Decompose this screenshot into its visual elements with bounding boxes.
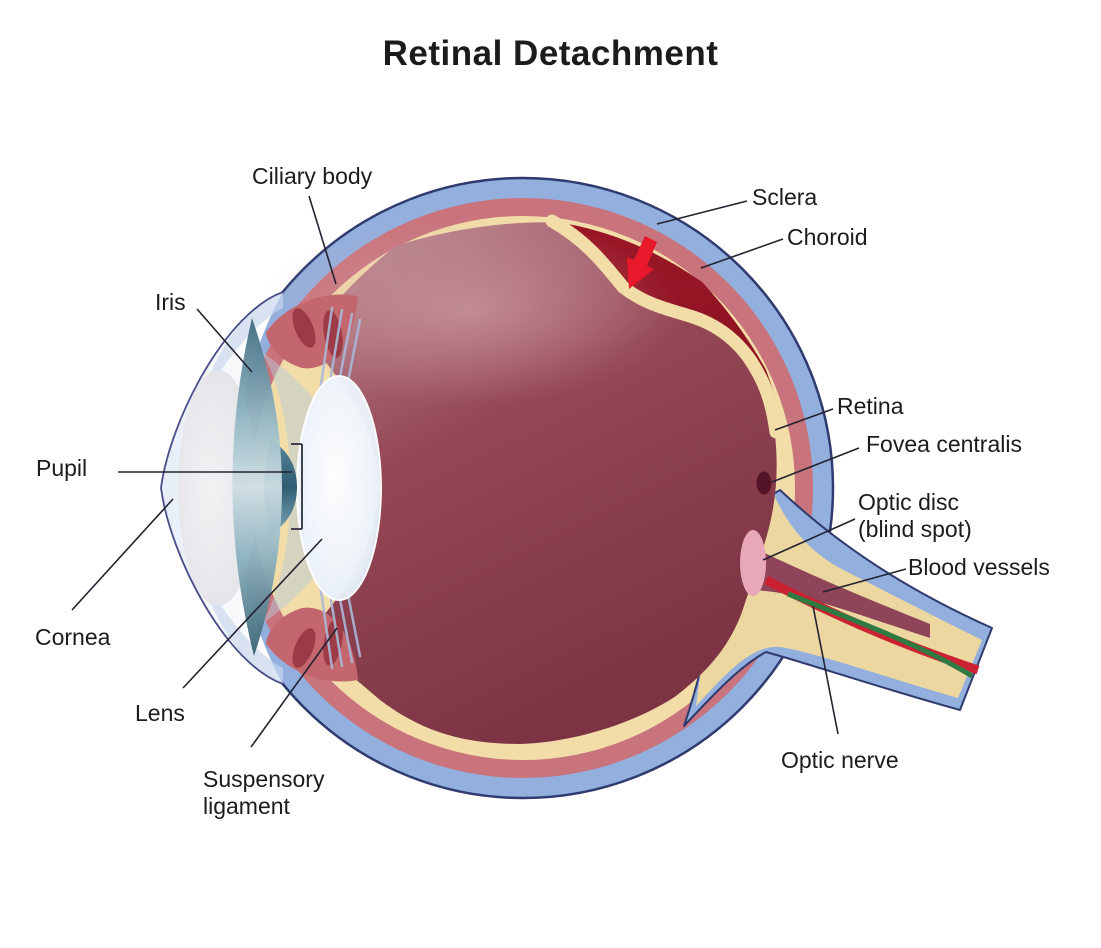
limbus-shade-top bbox=[203, 292, 283, 398]
label-optic-disc: Optic disc (blind spot) bbox=[858, 489, 972, 543]
leader-ciliary-body bbox=[308, 195, 337, 285]
lens-body bbox=[296, 375, 382, 601]
detached-retina-fold bbox=[545, 214, 783, 439]
leader-suspensory-ligament bbox=[250, 627, 338, 748]
detachment-arrow-icon bbox=[627, 236, 657, 289]
leader-fovea-centralis bbox=[771, 447, 860, 483]
label-optic-nerve: Optic nerve bbox=[781, 747, 899, 773]
diagram-title: Retinal Detachment bbox=[382, 34, 719, 73]
leader-sclera bbox=[656, 200, 748, 225]
limbus-shade-bottom bbox=[203, 578, 283, 684]
label-iris: Iris bbox=[155, 289, 186, 315]
label-pupil: Pupil bbox=[36, 455, 88, 481]
label-ciliary-body: Ciliary body bbox=[252, 163, 373, 189]
ciliary-muscle-bottom-2 bbox=[323, 618, 343, 666]
ciliary-muscle-top-1 bbox=[292, 308, 316, 348]
label-lens: Lens bbox=[135, 700, 185, 726]
leader-cornea bbox=[71, 498, 174, 611]
leader-retina bbox=[774, 408, 834, 431]
label-cornea: Cornea bbox=[35, 624, 111, 650]
ciliary-muscle-top-2 bbox=[323, 310, 343, 358]
optic-disc-spot bbox=[740, 530, 766, 596]
cornea-outline bbox=[160, 291, 284, 685]
leader-lines bbox=[71, 195, 907, 748]
leader-iris bbox=[196, 308, 253, 373]
label-choroid: Choroid bbox=[787, 224, 868, 250]
retinal-vein bbox=[787, 591, 974, 679]
label-blood-vessels: Blood vessels bbox=[908, 554, 1050, 580]
leader-choroid bbox=[700, 238, 784, 269]
leader-blood-vessels bbox=[822, 568, 907, 593]
leader-lens bbox=[182, 538, 323, 689]
leader-optic-nerve bbox=[812, 605, 839, 735]
label-sclera: Sclera bbox=[752, 184, 818, 210]
pupil-bracket bbox=[291, 443, 303, 530]
fovea-spot bbox=[756, 471, 772, 495]
leader-optic-disc bbox=[762, 518, 856, 561]
label-suspensory-ligament: Suspensory ligament bbox=[203, 766, 325, 820]
central-vessel-sheath bbox=[750, 546, 930, 638]
ciliary-muscle-bottom-1 bbox=[292, 628, 316, 668]
label-retina: Retina bbox=[837, 393, 904, 419]
iris-band bbox=[232, 318, 282, 656]
vitreous-highlight bbox=[260, 215, 680, 405]
label-fovea-centralis: Fovea centralis bbox=[866, 431, 1022, 457]
